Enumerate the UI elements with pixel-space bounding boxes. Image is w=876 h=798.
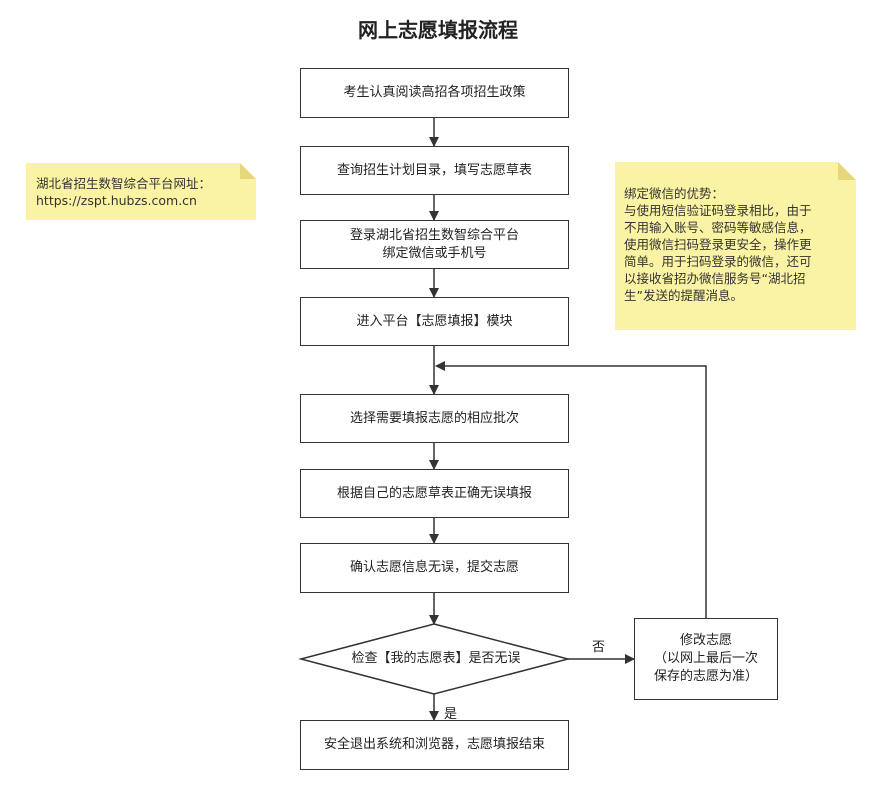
step-modify-note: （以网上最后一次 保存的志愿为准） xyxy=(653,651,758,684)
note-wechat-advantage: 绑定微信的优势： 与使用短信验证码登录相比，由于 不用输入账号、密码等敏感信息，… xyxy=(624,186,812,303)
edge-label-no: 否 xyxy=(592,640,606,655)
step-exit: 安全退出系统和浏览器，志愿填报结束 xyxy=(300,720,569,770)
step-choose-batch-label: 选择需要填报志愿的相应批次 xyxy=(349,410,519,426)
step-choose-batch: 选择需要填报志愿的相应批次 xyxy=(300,394,569,443)
step-modify: 修改志愿 （以网上最后一次 保存的志愿为准） xyxy=(634,618,778,700)
edge-modify-loop xyxy=(435,361,707,618)
step-read-policy-label: 考生认真阅读高招各项招生政策 xyxy=(343,85,526,100)
step-fill-form: 根据自己的志愿草表正确无误填报 xyxy=(300,469,569,518)
decision-label: 检查【我的志愿表】是否无误 xyxy=(351,651,521,666)
step-enter-module-label: 进入平台【志愿填报】模块 xyxy=(356,313,513,329)
right-note-shape xyxy=(615,162,856,330)
left-note-shape xyxy=(26,163,256,220)
step-fill-form-label: 根据自己的志愿草表正确无误填报 xyxy=(336,485,532,501)
step-fill-draft-label: 查询招生计划目录，填写志愿草表 xyxy=(336,162,532,178)
step-modify-title: 修改志愿 xyxy=(679,633,732,648)
decision-diamond xyxy=(298,623,571,695)
note-platform-url: 湖北省招生数智综合平台网址： https://zspt.hubzs.com.cn xyxy=(36,176,212,208)
page-title: 网上志愿填报流程 xyxy=(358,18,518,42)
step-login-bind: 登录湖北省招生数智综合平台 绑定微信或手机号 xyxy=(300,220,569,269)
step-enter-module: 进入平台【志愿填报】模块 xyxy=(300,297,569,346)
step-exit-label: 安全退出系统和浏览器，志愿填报结束 xyxy=(323,737,545,752)
step-submit-label: 确认志愿信息无误，提交志愿 xyxy=(349,560,519,575)
step-read-policy: 考生认真阅读高招各项招生政策 xyxy=(300,68,569,118)
step-login-bind-label: 登录湖北省招生数智综合平台 绑定微信或手机号 xyxy=(349,227,519,261)
edge-label-yes: 是 xyxy=(444,707,458,722)
step-submit: 确认志愿信息无误，提交志愿 xyxy=(300,543,569,593)
step-fill-draft: 查询招生计划目录，填写志愿草表 xyxy=(300,146,569,195)
